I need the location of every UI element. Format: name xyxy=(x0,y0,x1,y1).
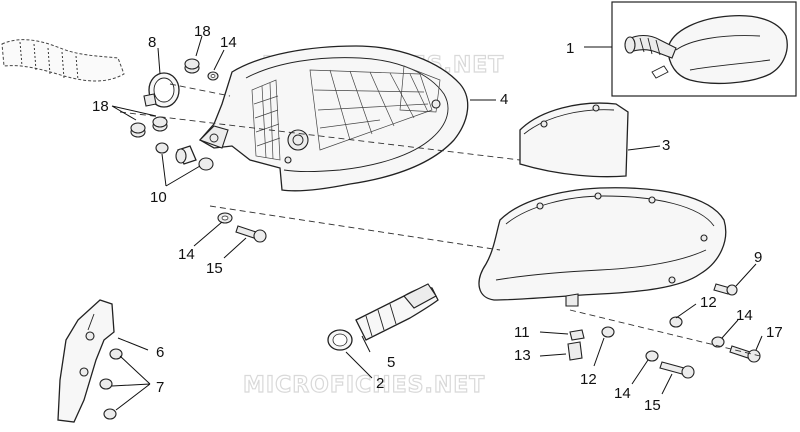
assembly-line-2 xyxy=(209,205,501,251)
callout-9: 9 xyxy=(754,249,762,266)
clip-11 xyxy=(569,329,585,341)
nuts-18-left xyxy=(130,116,168,138)
callout-18-top: 18 xyxy=(194,23,211,40)
assembly-line-3 xyxy=(569,309,761,357)
filter-housing xyxy=(198,45,469,192)
callout-7: 7 xyxy=(156,379,164,396)
drain-13 xyxy=(567,341,583,361)
screw-15-mid xyxy=(235,225,267,243)
screw-17 xyxy=(729,345,761,363)
washer-12-bottom xyxy=(601,326,615,338)
callout-17: 17 xyxy=(766,324,783,341)
nut-18-top xyxy=(184,58,200,74)
intake-snorkel xyxy=(355,283,439,341)
intake-hose-ghost xyxy=(1,39,125,82)
watermark-bottom: MICROFICHES.NET xyxy=(243,373,485,398)
callout-11: 11 xyxy=(514,324,530,341)
washer-12-right xyxy=(669,316,683,328)
grommets-7 xyxy=(99,348,123,420)
callout-14-top: 14 xyxy=(220,34,237,51)
bracket-6 xyxy=(57,299,115,423)
washer-14-bottom xyxy=(645,350,659,362)
screw-15-bottom xyxy=(659,361,695,379)
callout-14-bottom: 14 xyxy=(614,385,631,402)
screw-9 xyxy=(713,283,738,296)
callout-12-right: 12 xyxy=(700,294,717,311)
callout-8: 8 xyxy=(148,34,156,51)
callout-14-mid: 14 xyxy=(178,246,195,263)
grommets-10 xyxy=(155,142,214,171)
snorkel-clamp xyxy=(327,329,353,351)
callout-12-bottom: 12 xyxy=(580,371,597,388)
callout-18-left: 18 xyxy=(92,98,109,115)
filter-cover xyxy=(478,187,727,307)
callout-5: 5 xyxy=(387,354,395,371)
callout-1: 1 xyxy=(566,40,574,57)
callout-14-right: 14 xyxy=(736,307,753,324)
callout-15-bottom: 15 xyxy=(644,397,661,414)
callout-15-mid: 15 xyxy=(206,260,223,277)
leader-lines xyxy=(111,35,763,411)
assembly-line-1 xyxy=(119,111,521,161)
callout-4: 4 xyxy=(500,91,508,108)
callout-10: 10 xyxy=(150,189,167,206)
washer-14-top xyxy=(207,71,219,81)
hose-clamp xyxy=(143,72,180,108)
washer-14-right xyxy=(711,336,725,348)
callout-3: 3 xyxy=(662,137,670,154)
callout-6: 6 xyxy=(156,344,164,361)
washer-14-mid xyxy=(217,212,233,224)
callout-2: 2 xyxy=(376,375,384,392)
callout-13: 13 xyxy=(514,347,531,364)
assembly-line-4 xyxy=(169,83,231,97)
filter-element xyxy=(519,102,629,178)
inset-assembly xyxy=(611,1,797,97)
